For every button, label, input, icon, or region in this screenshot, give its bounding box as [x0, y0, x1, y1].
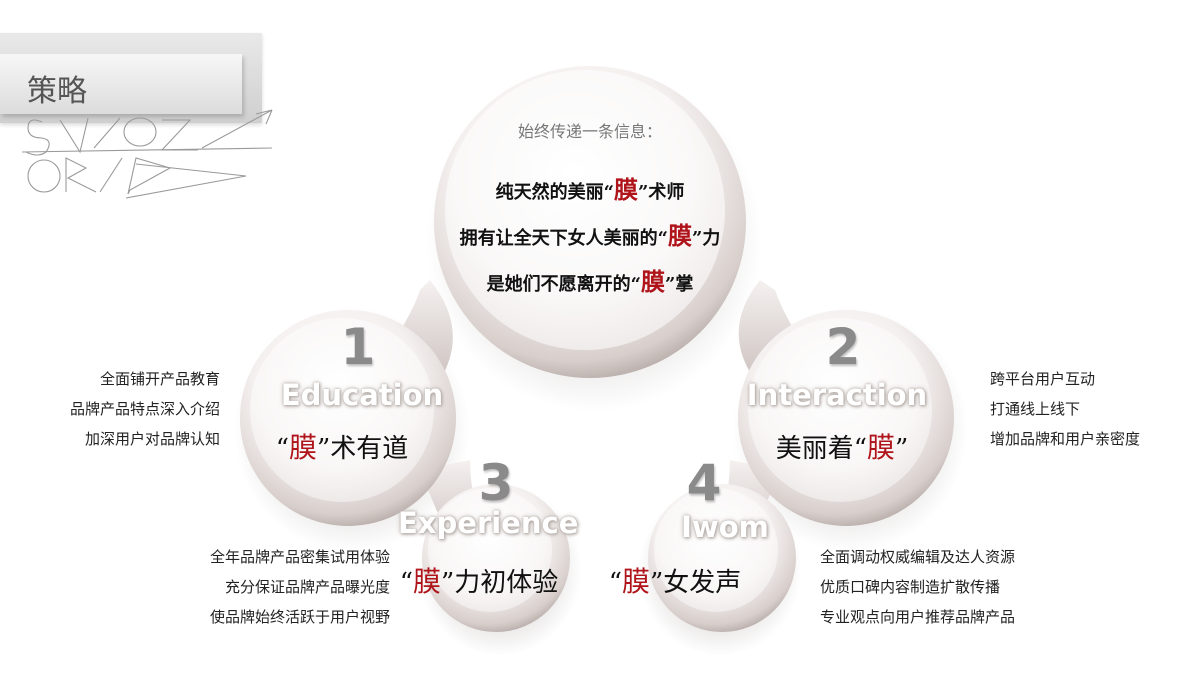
- circle-experience: [422, 484, 570, 632]
- item-1-english: Education: [280, 378, 444, 412]
- item-2-point-2: 打通线上线下: [990, 400, 1081, 418]
- circle-interaction: [738, 310, 954, 526]
- item-1-slogan: “膜”术有道: [262, 426, 422, 466]
- item-1-slogan-mo: 膜: [288, 431, 317, 464]
- item-2-slogan-mo: 膜: [866, 431, 895, 464]
- item-4-point-1: 全面调动权威编辑及达人资源: [820, 548, 1016, 566]
- decorative-scribble-icon: [22, 109, 273, 199]
- item-1-points: 全面铺开产品教育 品牌产品特点深入介绍 加深用户对品牌认知: [20, 364, 220, 454]
- center-line-3-mo: 膜: [641, 267, 665, 296]
- item-2-slogan-post: ”: [895, 434, 909, 464]
- center-line-1-pre: 纯天然的美丽“: [495, 182, 614, 203]
- center-line-2-post: ”力: [692, 228, 721, 249]
- item-1-point-3: 加深用户对品牌认知: [84, 430, 220, 448]
- center-line-2: 拥有让全天下女人美丽的“膜”力: [420, 216, 760, 251]
- item-3-point-2: 充分保证品牌产品曝光度: [224, 578, 390, 596]
- item-3-slogan-mo: 膜: [412, 565, 441, 598]
- circle-iwom: [648, 484, 796, 632]
- title-banner: [0, 54, 242, 114]
- item-2-english: Interaction: [746, 378, 928, 412]
- center-line-1-mo: 膜: [614, 175, 638, 204]
- item-3-points: 全年品牌产品密集试用体验 充分保证品牌产品曝光度 使品牌始终活跃于用户视野: [150, 542, 390, 632]
- center-line-3-pre: 是她们不愿离开的“: [486, 274, 641, 295]
- item-3-point-3: 使品牌始终活跃于用户视野: [209, 608, 390, 626]
- item-4-slogan-post: ”女发声: [650, 568, 742, 598]
- center-line-2-pre: 拥有让全天下女人美丽的“: [459, 228, 668, 249]
- center-line-3-post: ”掌: [665, 274, 694, 295]
- center-line-1-post: ”术师: [638, 182, 685, 203]
- item-3-number: 3: [478, 454, 514, 512]
- item-3-slogan-pre: “: [399, 568, 413, 598]
- item-2-point-3: 增加品牌和用户亲密度: [990, 430, 1141, 448]
- item-4-point-3: 专业观点向用户推荐品牌产品: [820, 608, 1016, 626]
- center-line-3: 是她们不愿离开的“膜”掌: [420, 262, 760, 297]
- item-2-slogan-pre: 美丽着“: [775, 434, 867, 464]
- item-1-point-2: 品牌产品特点深入介绍: [69, 400, 220, 418]
- page-title: 策略: [27, 74, 87, 109]
- item-1-number: 1: [340, 318, 376, 376]
- center-line-2-mo: 膜: [668, 221, 692, 250]
- item-4-slogan-pre: “: [608, 568, 622, 598]
- item-4-number: 4: [686, 454, 722, 512]
- item-1-slogan-pre: “: [275, 434, 289, 464]
- item-3-english: Experience: [398, 506, 579, 540]
- item-1-slogan-post: ”术有道: [317, 434, 409, 464]
- item-3-slogan-post: ”力初体验: [441, 568, 559, 598]
- item-3-slogan: “膜”力初体验: [394, 560, 564, 600]
- circle-education: [240, 310, 456, 526]
- item-4-slogan-mo: 膜: [621, 565, 650, 598]
- item-4-english: Iwom: [681, 510, 769, 544]
- item-2-slogan: 美丽着“膜”: [762, 426, 922, 466]
- item-2-points: 跨平台用户互动 打通线上线下 增加品牌和用户亲密度: [990, 364, 1190, 454]
- item-4-points: 全面调动权威编辑及达人资源 优质口碑内容制造扩散传播 专业观点向用户推荐品牌产品: [820, 542, 1060, 632]
- center-heading: 始终传递一条信息：: [517, 122, 662, 141]
- item-4-slogan: “膜”女发声: [600, 560, 750, 600]
- item-2-number: 2: [825, 318, 861, 376]
- item-1-point-1: 全面铺开产品教育: [99, 370, 220, 388]
- item-2-point-1: 跨平台用户互动: [990, 370, 1096, 388]
- item-3-point-1: 全年品牌产品密集试用体验: [209, 548, 390, 566]
- item-4-point-2: 优质口碑内容制造扩散传播: [820, 578, 1001, 596]
- center-line-1: 纯天然的美丽“膜”术师: [420, 170, 760, 205]
